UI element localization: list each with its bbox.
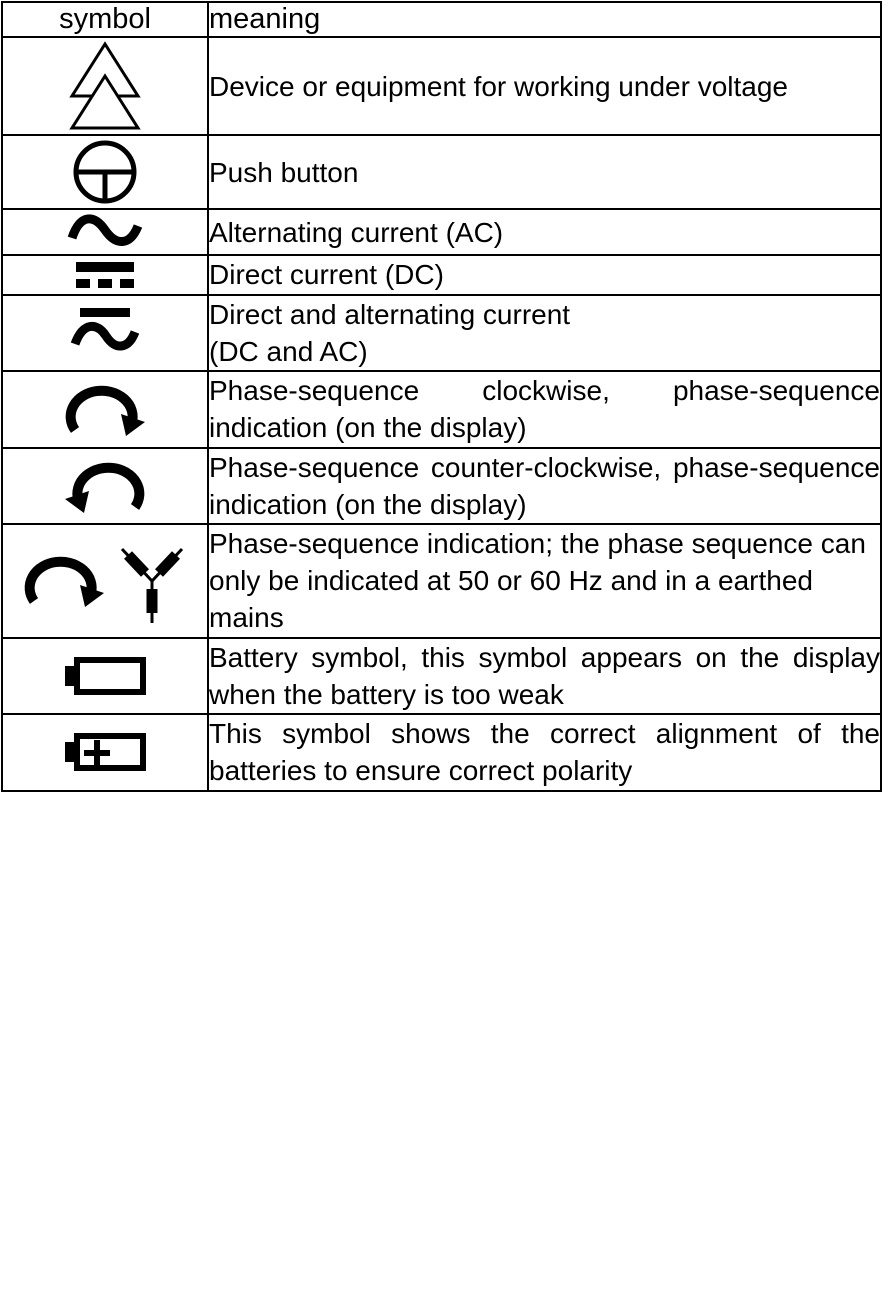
alternating-current-tilde-icon [3, 210, 207, 254]
meaning-cell: Alternating current (AC) [207, 208, 882, 257]
double-triangle-live-working-icon [3, 38, 207, 134]
battery-terminal [64, 665, 74, 686]
battery-body [73, 656, 146, 695]
plus-sign-vertical [93, 740, 100, 767]
column-header-meaning: meaning [207, 0, 882, 39]
meaning-cell: Direct and alternating current (DC and A… [207, 293, 882, 373]
symbol-cell [1, 713, 209, 792]
dc-solid-bar [76, 261, 134, 272]
symbol-meaning-table: symbol meaning Device or equipment for w… [1, 0, 882, 792]
symbol-cell [1, 134, 209, 211]
meaning-line-2: (DC and AC) [209, 335, 368, 367]
table-row: Alternating current (AC) [1, 208, 882, 257]
direct-and-alternating-current-icon [3, 302, 207, 364]
table-row: Direct and alternating current (DC and A… [1, 293, 882, 373]
table-row: Push button [1, 134, 882, 211]
symbol-cell [1, 636, 209, 716]
table-row: Battery symbol, this symbol appears on t… [1, 636, 882, 716]
symbol-cell [1, 446, 209, 525]
phase-sequence-counter-clockwise-arrow-icon [3, 455, 207, 517]
meaning-cell: Phase-sequence counter-clockwise, phase-… [207, 446, 882, 525]
dc-dashed-bar [76, 278, 134, 288]
battery-body [73, 733, 146, 772]
table-row: Device or equipment for working under vo… [1, 36, 882, 137]
battery-terminal [64, 742, 74, 763]
table-row: Phase-sequence clockwise, phase-sequence… [1, 370, 882, 449]
column-header-symbol: symbol [1, 0, 209, 39]
battery-polarity-plus-icon [3, 733, 207, 772]
table-header-row: symbol meaning [1, 0, 882, 39]
phase-sequence-star-connection-icon [3, 533, 207, 629]
symbol-cell [1, 36, 209, 137]
meaning-cell: Device or equipment for working under vo… [207, 36, 882, 137]
symbol-cell [1, 522, 209, 639]
symbol-cell [1, 208, 209, 257]
meaning-line-1: Direct and alternating current [209, 298, 571, 330]
direct-current-bar-dashes-icon [3, 261, 207, 288]
battery-low-icon [3, 656, 207, 695]
meaning-cell: This symbol shows the correct alignment … [207, 713, 882, 792]
meaning-cell: Phase-sequence indication; the phase seq… [207, 522, 882, 639]
meaning-cell: Direct current (DC) [207, 254, 882, 296]
meaning-cell: Phase-sequence clockwise, phase-sequence… [207, 370, 882, 449]
table-row: Phase-sequence counter-clockwise, phase-… [1, 446, 882, 525]
table-row: Direct current (DC) [1, 254, 882, 296]
symbol-cell [1, 370, 209, 449]
symbol-cell [1, 293, 209, 373]
symbol-cell [1, 254, 209, 296]
table-row: This symbol shows the correct alignment … [1, 713, 882, 792]
meaning-cell: Push button [207, 134, 882, 211]
meaning-cell: Battery symbol, this symbol appears on t… [207, 636, 882, 716]
table-row: Phase-sequence indication; the phase seq… [1, 522, 882, 639]
push-button-icon [3, 136, 207, 208]
phase-sequence-clockwise-arrow-icon [3, 378, 207, 440]
